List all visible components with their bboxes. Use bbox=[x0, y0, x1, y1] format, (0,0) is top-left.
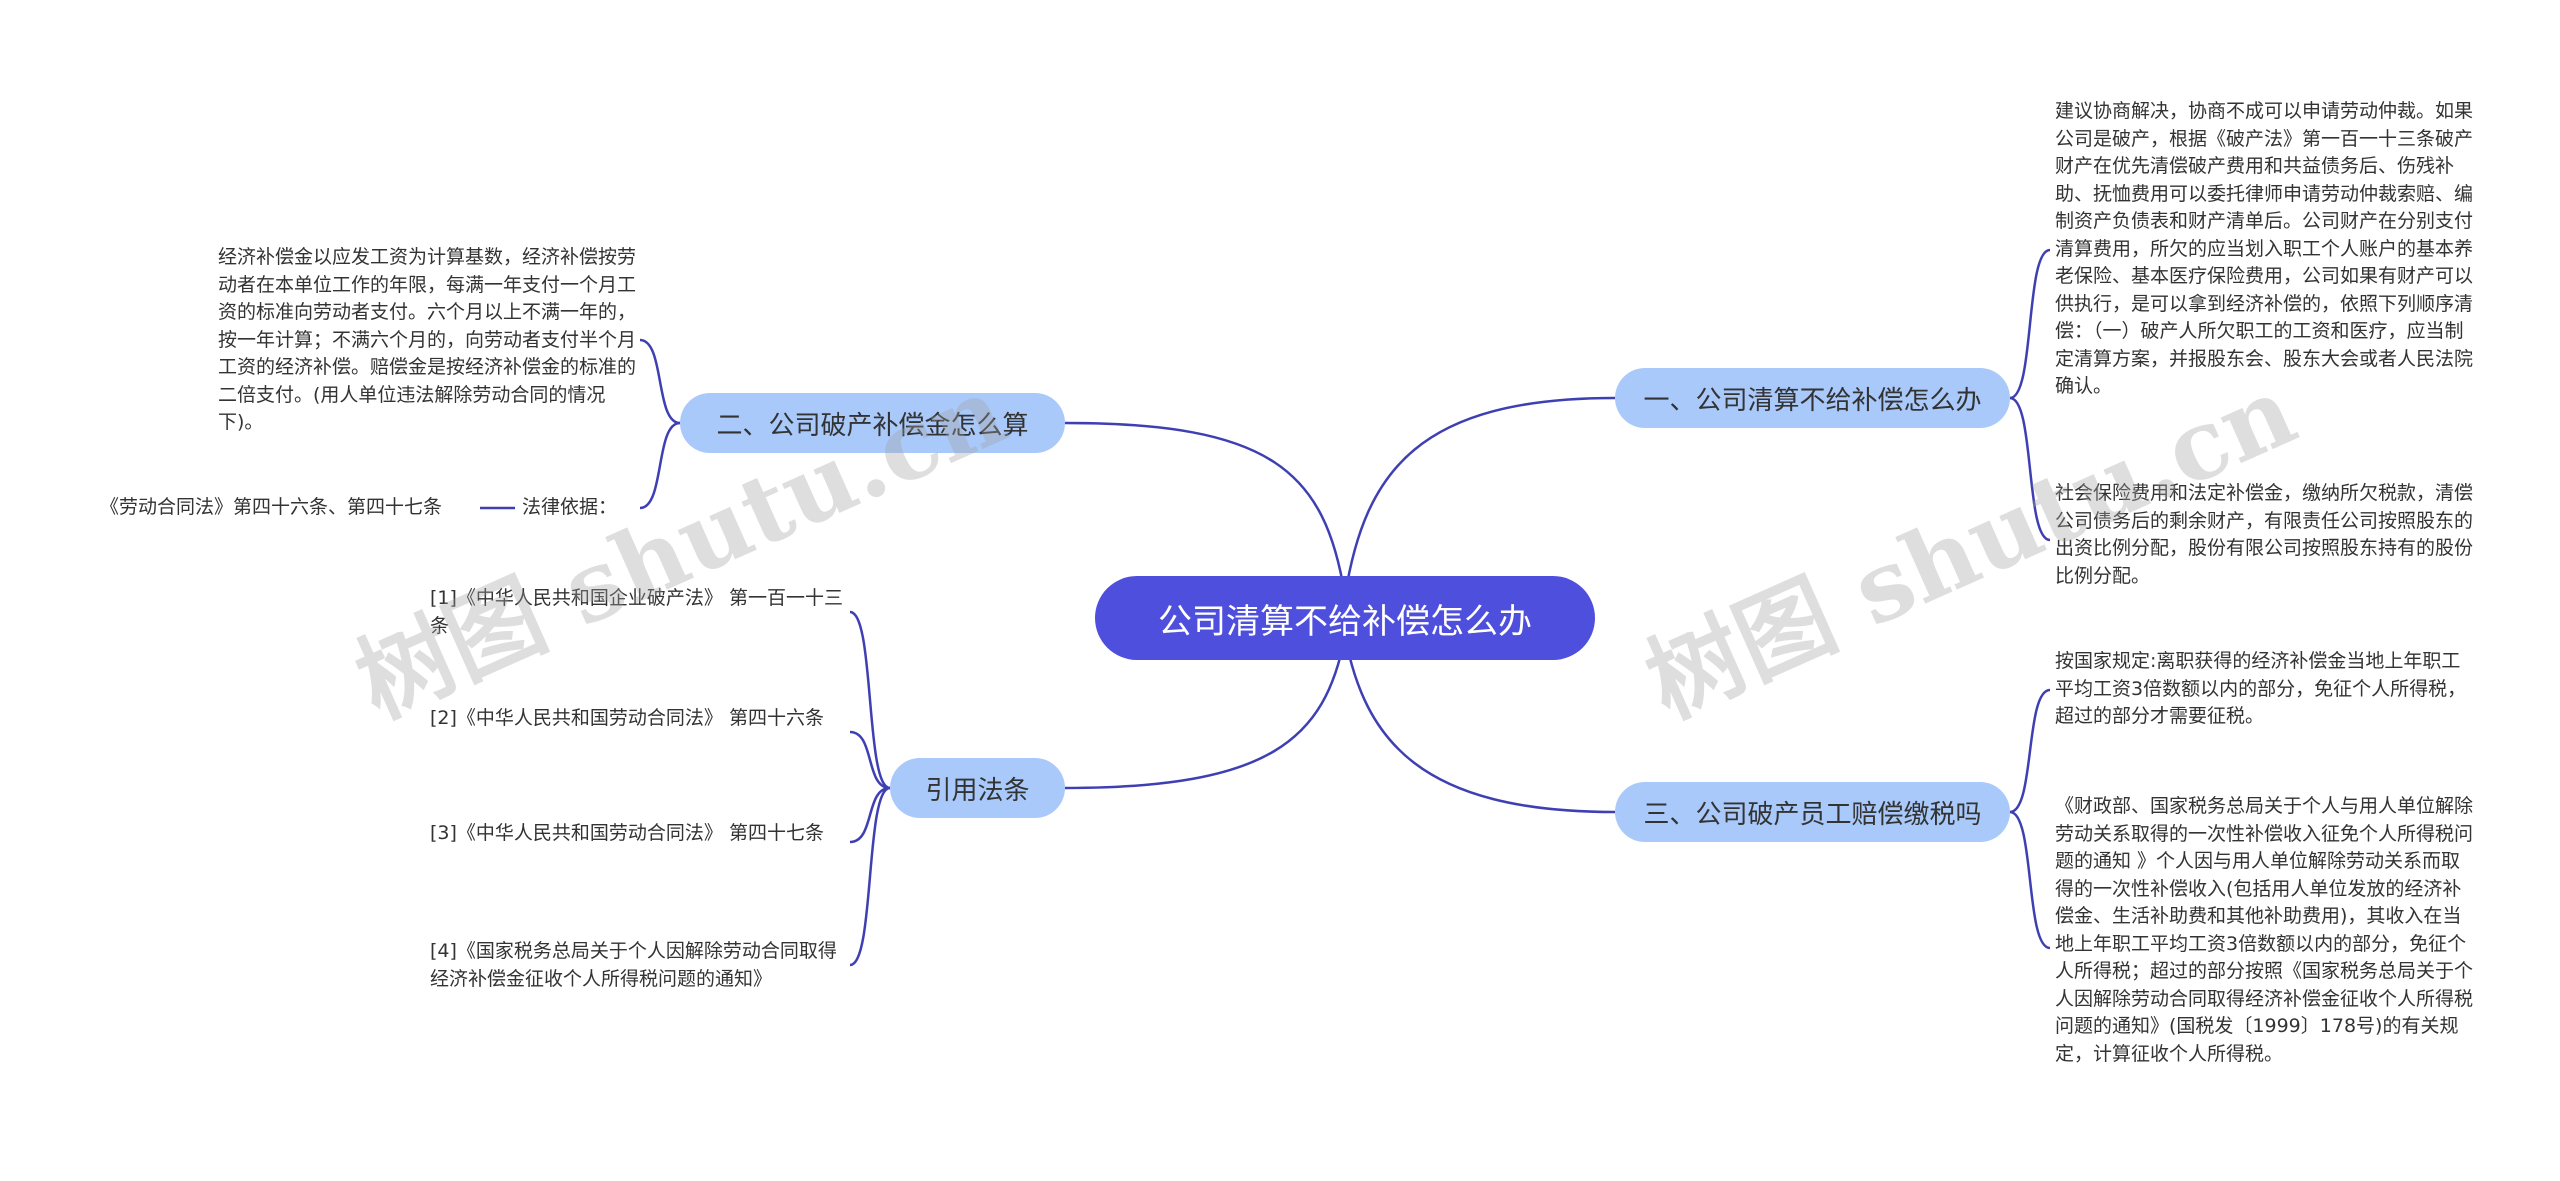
branch-3-leaf-2: 《财政部、国家税务总局关于个人与用人单位解除劳动关系取得的一次性补偿收入征免个人… bbox=[2055, 795, 2474, 1065]
branch-topic-3[interactable]: 三、公司破产员工赔偿缴税吗 bbox=[1615, 782, 2010, 842]
link-b2-leaf1 bbox=[639, 338, 681, 425]
link-b1-leaf2 bbox=[2009, 396, 2051, 542]
root-topic[interactable]: 公司清算不给补偿怎么办 bbox=[1095, 576, 1595, 660]
reference-3: [3]《中华人民共和国劳动合同法》 第四十七条 bbox=[430, 822, 824, 844]
reference-2: [2]《中华人民共和国劳动合同法》 第四十六条 bbox=[430, 707, 824, 729]
reference-1: [1]《中华人民共和国企业破产法》 第一百一十三条 bbox=[430, 587, 843, 637]
branch-topic-2[interactable]: 二、公司破产补偿金怎么算 bbox=[680, 393, 1065, 453]
branch-1-leaf-2: 社会保险费用和法定补偿金，缴纳所欠税款，清偿公司债务后的剩余财产，有限责任公司按… bbox=[2055, 482, 2474, 587]
link-root-b4 bbox=[1064, 635, 1347, 790]
reference-4: [4]《国家税务总局关于个人因解除劳动合同取得经济补偿金征收个人所得税问题的通知… bbox=[430, 940, 837, 990]
link-b4-leaf4 bbox=[849, 786, 891, 967]
branch-topic-4[interactable]: 引用法条 bbox=[890, 758, 1065, 818]
link-b4-leaf2 bbox=[849, 730, 891, 790]
link-root-b1 bbox=[1343, 396, 1616, 597]
branch-1-leaf-1: 建议协商解决，协商不成可以申请劳动仲裁。如果公司是破产，根据《破产法》第一百一十… bbox=[2055, 100, 2474, 397]
link-root-b2 bbox=[1064, 421, 1347, 597]
link-b1-leaf1 bbox=[2009, 248, 2051, 400]
branch-3-leaf-1: 按国家规定:离职获得的经济补偿金当地上年职工平均工资3倍数额以内的部分，免征个人… bbox=[2055, 650, 2467, 727]
link-b4-leaf3 bbox=[849, 786, 891, 844]
link-b3-leaf1 bbox=[2009, 688, 2051, 814]
link-b3-leaf2 bbox=[2009, 810, 2051, 950]
branch-2-subleaf-law-articles: 《劳动合同法》第四十六条、第四十七条 bbox=[100, 496, 443, 518]
link-b2-leaf2 bbox=[639, 421, 681, 510]
link-root-b3 bbox=[1343, 635, 1616, 814]
link-b4-leaf1 bbox=[849, 610, 891, 790]
branch-topic-1[interactable]: 一、公司清算不给补偿怎么办 bbox=[1615, 368, 2010, 428]
branch-2-leaf-1: 经济补偿金以应发工资为计算基数，经济补偿按劳动者在本单位工作的年限，每满一年支付… bbox=[218, 246, 637, 433]
branch-2-leaf-law-basis: 法律依据： bbox=[522, 496, 618, 518]
